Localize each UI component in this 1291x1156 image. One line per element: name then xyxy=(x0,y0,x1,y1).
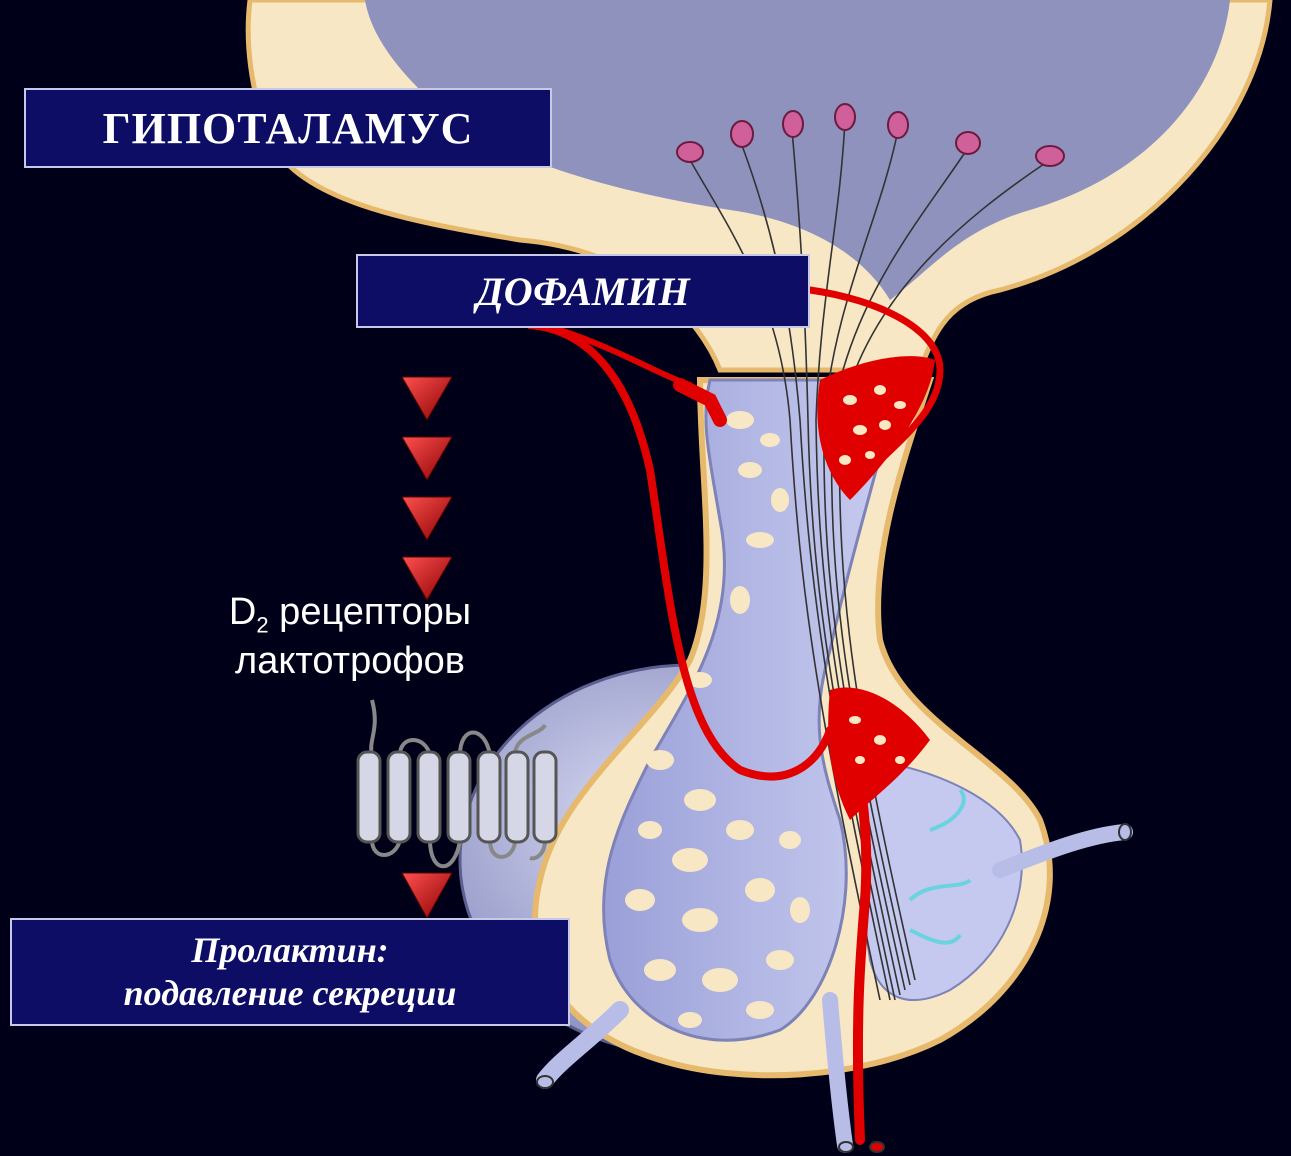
prolactin-label: Пролактин: подавление секреции xyxy=(10,918,570,1026)
receptor-line-1: D2 рецепторы xyxy=(150,590,550,639)
triangle-arrow-icon xyxy=(402,497,452,540)
receptor-line-2: лактотрофов xyxy=(150,639,550,684)
receptor-subscript: 2 xyxy=(256,613,268,638)
dopamine-text: ДОФАМИН xyxy=(476,268,689,315)
hypothalamus-label: ГИПОТАЛАМУС xyxy=(24,88,552,168)
triangle-arrow-icon xyxy=(402,377,452,420)
hypothalamus-text: ГИПОТАЛАМУС xyxy=(103,103,474,154)
triangle-arrow-icon xyxy=(402,437,452,480)
receptor-type-letter: D xyxy=(229,591,256,633)
triangle-arrow-icon xyxy=(402,873,452,918)
receptor-label: D2 рецепторы лактотрофов xyxy=(150,590,550,683)
dopamine-label: ДОФАМИН xyxy=(356,254,810,328)
prolactin-line-2: подавление секреции xyxy=(124,972,457,1015)
prolactin-line-1: Пролактин: xyxy=(191,929,388,972)
receptor-word: рецепторы xyxy=(269,591,471,633)
